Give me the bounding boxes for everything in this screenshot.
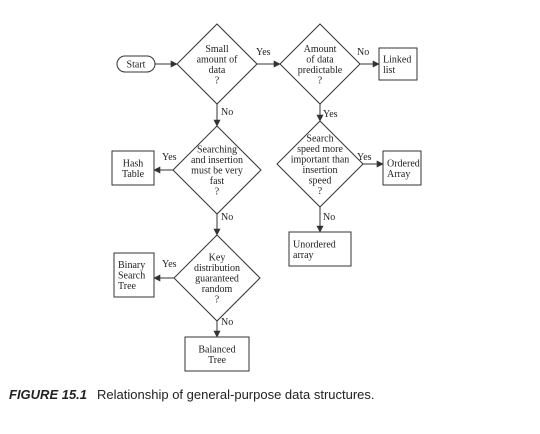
node-label-line: Amount	[304, 44, 337, 55]
node-label-line: and insertion	[191, 155, 243, 166]
node-label-line: amount of	[197, 54, 238, 65]
node-label-line: ?	[215, 295, 220, 306]
node-label-line: ?	[318, 75, 323, 86]
node-start: Start	[116, 55, 156, 73]
node-label-line: insertion	[303, 165, 338, 176]
edge-searching-fast-to-key-distribution: No	[213, 212, 233, 236]
result-box	[113, 252, 155, 298]
terminal-shape	[116, 55, 156, 73]
node-label-line: list	[383, 65, 395, 76]
result-box	[288, 231, 352, 267]
edge-amount-predictable-to-linked-list: No	[357, 47, 380, 68]
edge-small-amount-to-searching-fast: No	[213, 104, 233, 127]
node-label-line: important than	[291, 154, 350, 165]
node-label-line: Search	[118, 271, 145, 282]
caption-text: Relationship of general-purpose data str…	[97, 387, 375, 402]
node-label-line: Linked	[383, 54, 411, 65]
edge-searching-fast-to-hash-table: Yes	[153, 152, 177, 174]
node-label-line: distribution	[194, 263, 240, 274]
result-box	[111, 150, 155, 186]
node-label-line: Tree	[208, 355, 227, 366]
node-label-line: Binary	[118, 260, 145, 271]
edge-amount-predictable-to-search-speed: Yes	[316, 104, 338, 122]
result-box	[184, 336, 250, 372]
node-label-line: must be very	[191, 166, 243, 177]
figure-label: FIGURE 15.1	[9, 387, 88, 402]
node-label-line: speed	[309, 175, 332, 186]
node-label-line: ?	[215, 187, 220, 198]
edge-key-distribution-to-binary-search-tree: Yes	[153, 259, 177, 282]
node-label-line: Search	[306, 133, 333, 144]
node-label-line: speed more	[297, 144, 343, 155]
edge-label: No	[221, 107, 233, 118]
decision-diamond	[279, 23, 361, 105]
node-label-line: ?	[215, 75, 220, 86]
result-box	[378, 47, 418, 81]
node-label-line: random	[202, 284, 233, 295]
edge-label: No	[221, 317, 233, 328]
edge-label: No	[357, 47, 369, 58]
edge-small-amount-to-amount-predictable: Yes	[256, 47, 281, 68]
node-label-line: Balanced	[198, 344, 235, 355]
figure-caption: FIGURE 15.1 Relationship of general-purpo…	[9, 387, 375, 402]
decision-diamond	[173, 234, 261, 322]
node-label-line: guaranteed	[195, 274, 239, 285]
edge-search-speed-to-unordered-array: No	[316, 207, 335, 233]
decision-diamond	[172, 125, 262, 215]
edge-label: Yes	[256, 47, 271, 58]
node-label-line: Searching	[197, 145, 237, 156]
node-label-line: Ordered	[387, 158, 420, 169]
node-label-line: array	[293, 250, 314, 261]
node-label-line: Tree	[118, 281, 137, 292]
edge-label: Yes	[162, 259, 177, 270]
node-label-line: Key	[209, 253, 226, 264]
edge-label: Yes	[323, 109, 338, 120]
edge-label: No	[323, 212, 335, 223]
edge-key-distribution-to-balanced-tree: No	[213, 317, 233, 338]
decision-diamond	[276, 120, 364, 208]
node-label-line: predictable	[298, 65, 343, 76]
node-label-line: fast	[210, 176, 225, 187]
node-label-line: data	[209, 65, 226, 76]
node-label-line: Start	[127, 60, 146, 71]
node-label-line: Unordered	[293, 239, 336, 250]
node-label-line: ?	[318, 186, 323, 197]
node-label-line: of data	[306, 54, 334, 65]
edge-label: Yes	[357, 152, 372, 163]
node-label-line: Table	[122, 169, 145, 180]
edge-search-speed-to-ordered-array: Yes	[357, 152, 384, 168]
decision-diamond	[176, 23, 258, 105]
node-label-line: Hash	[123, 158, 144, 169]
edge-label: No	[221, 212, 233, 223]
node-label-line: Array	[387, 169, 410, 180]
edge-label: Yes	[162, 152, 177, 163]
result-box	[382, 150, 422, 186]
node-label-line: Small	[205, 44, 229, 55]
